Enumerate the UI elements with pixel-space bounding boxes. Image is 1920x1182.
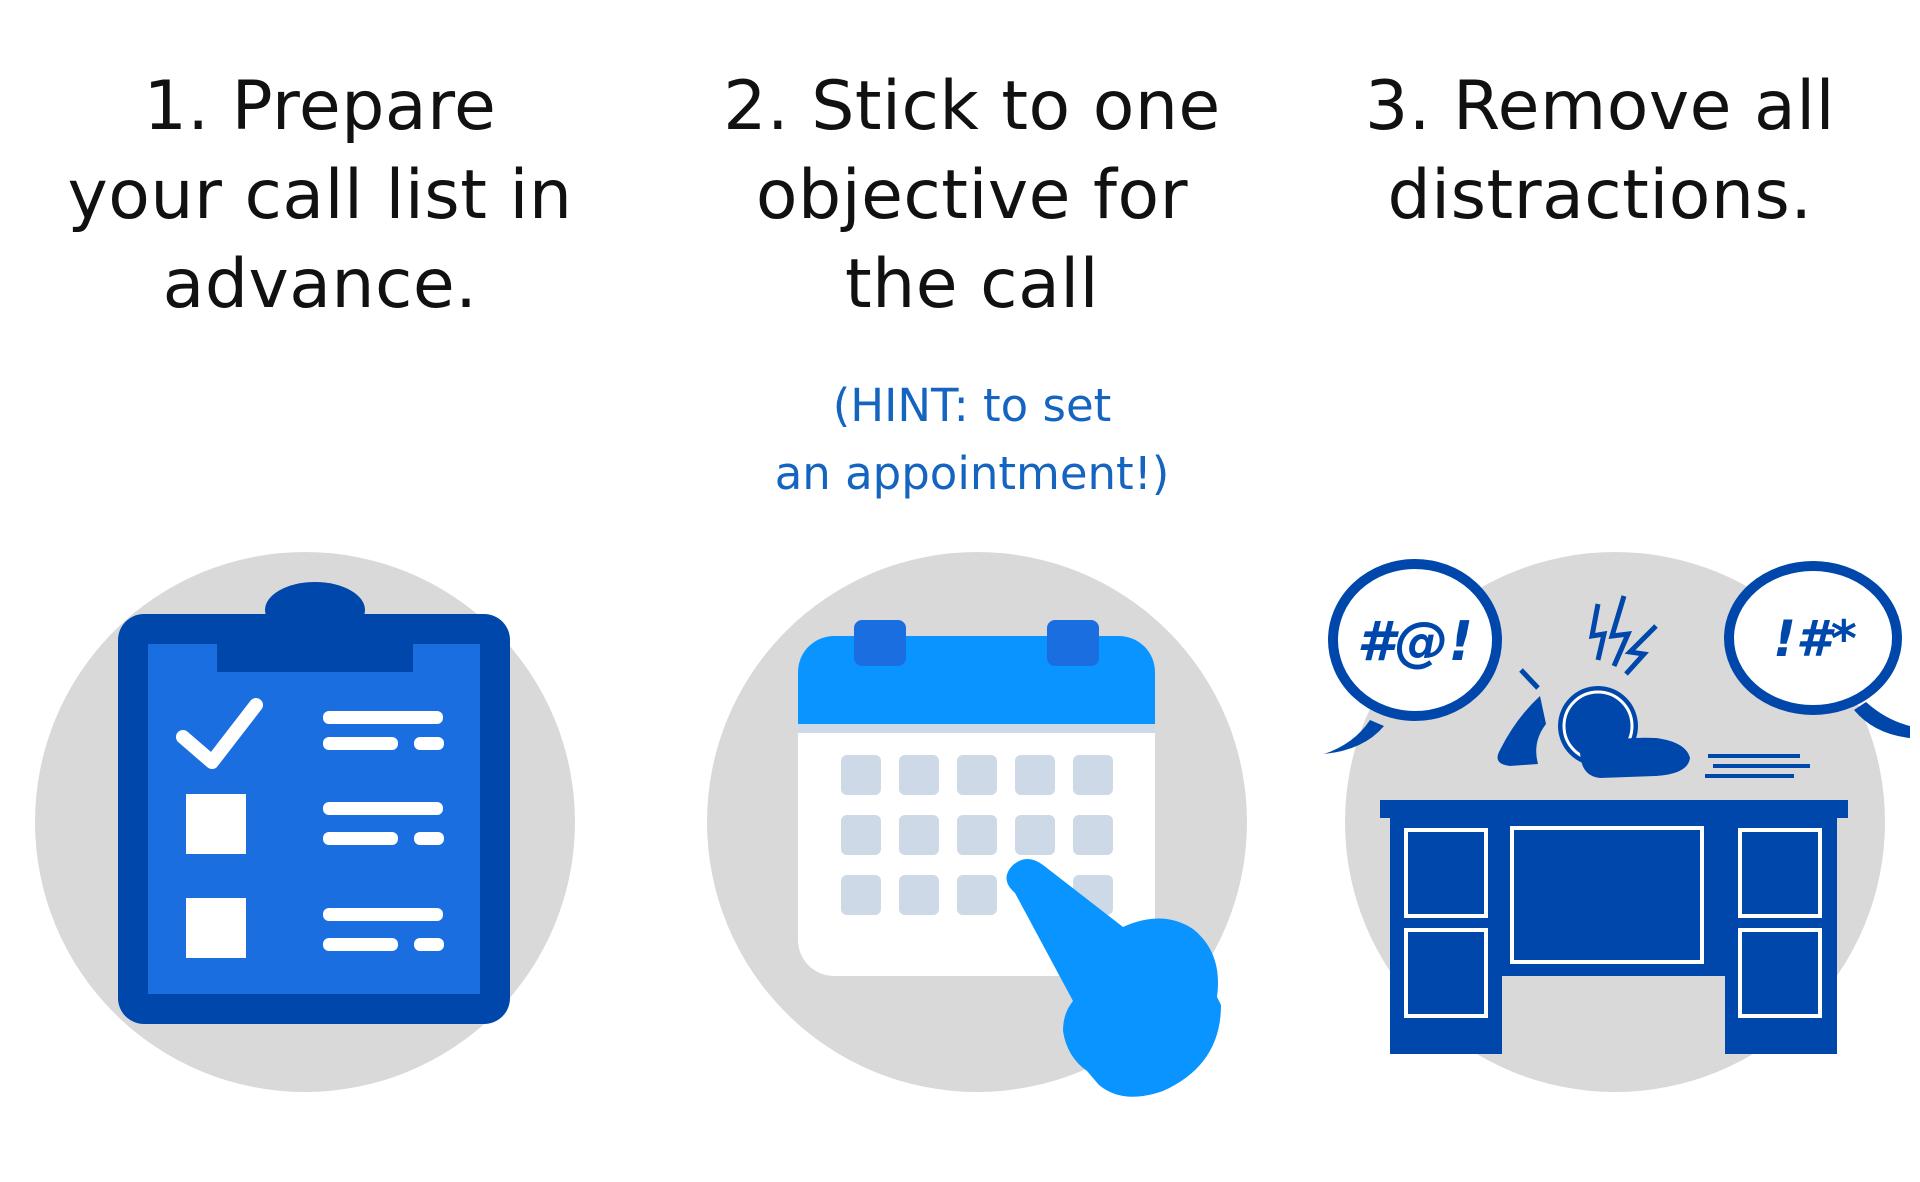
- speech-bubble-left-text: #@!: [1357, 610, 1473, 673]
- papers-icon: [1705, 754, 1810, 778]
- speech-bubble-right: !#*: [1724, 561, 1910, 738]
- speech-bubble-left: #@!: [1324, 559, 1502, 754]
- clipboard-clip-top: [265, 582, 365, 638]
- person-icon: [1497, 686, 1690, 778]
- calendar-pointer-icon: [707, 552, 1247, 1097]
- check-icon: [176, 698, 263, 769]
- checkbox-2: [186, 794, 246, 854]
- calendar-ring-right: [1047, 620, 1099, 666]
- stress-line: [1519, 668, 1540, 690]
- lightning-icon: [1588, 595, 1658, 676]
- step-3-title: 3. Remove all distractions.: [1364, 67, 1835, 235]
- step-2-hint: (HINT: to set an appointment!): [774, 379, 1170, 500]
- checkbox-3: [186, 898, 246, 958]
- pointing-hand-icon: [1006, 859, 1221, 1097]
- desk-icon: [1380, 800, 1848, 1054]
- calendar-cells: [841, 755, 1113, 915]
- clipboard-checklist-icon: [35, 552, 575, 1092]
- clipboard-clip: [217, 634, 413, 672]
- step-2-title: 2. Stick to one objective for the call: [723, 67, 1221, 324]
- calendar-ring-left: [854, 620, 906, 666]
- step-2: 2. Stick to one objective for the call (…: [652, 0, 1292, 1182]
- calendar-header: [798, 636, 1155, 724]
- step-1: 1. Prepare your call list in advance.: [0, 0, 640, 1182]
- stressed-worker-icon: #@! !#*: [1324, 552, 1910, 1092]
- speech-bubble-right-text: !#*: [1773, 610, 1857, 668]
- step-1-title: 1. Prepare your call list in advance.: [67, 67, 573, 324]
- step-3: 3. Remove all distractions. #@! !#*: [1280, 0, 1920, 1182]
- list-lines: [323, 711, 444, 951]
